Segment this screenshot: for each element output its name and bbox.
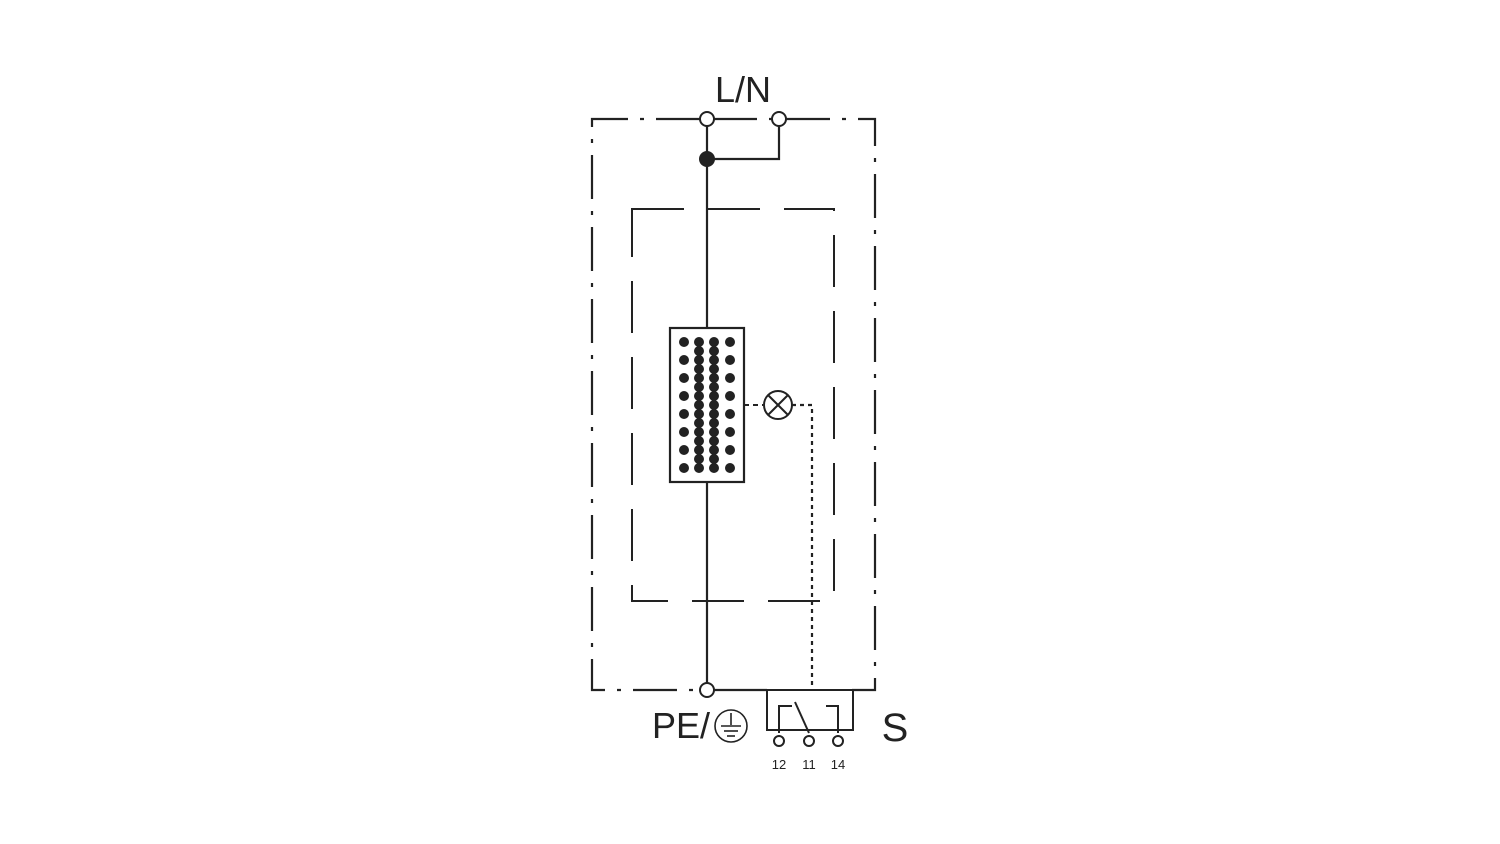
terminal-ln-2 — [771, 111, 787, 127]
element-dot — [709, 373, 719, 383]
element-dot — [709, 400, 719, 410]
element-dot — [709, 454, 719, 464]
element-dot — [694, 418, 704, 428]
element-dot — [694, 436, 704, 446]
contact-pin-12-terminal — [773, 735, 785, 747]
element-dot — [679, 391, 689, 401]
element-dot — [709, 445, 719, 455]
element-dot — [694, 382, 704, 392]
element-dot — [725, 409, 735, 419]
element-dot — [679, 373, 689, 383]
element-dot — [679, 463, 689, 473]
element-dot — [709, 409, 719, 419]
element-dot — [694, 445, 704, 455]
element-dot — [694, 463, 704, 473]
element-dot — [709, 382, 719, 392]
element-dot — [725, 373, 735, 383]
element-dot — [694, 355, 704, 365]
element-dot — [694, 373, 704, 383]
element-dot — [694, 364, 704, 374]
outer-housing-boundary — [590, 117, 877, 692]
label-pe: PE/ — [652, 705, 710, 746]
element-dot — [725, 427, 735, 437]
contact-pin-11-terminal — [803, 735, 815, 747]
element-dot — [694, 337, 704, 347]
protective-earth-icon — [714, 709, 748, 743]
element-dot — [694, 454, 704, 464]
element-dot — [679, 337, 689, 347]
terminal-pe — [699, 682, 715, 698]
element-dot — [709, 337, 719, 347]
contact-pin-12-label: 12 — [772, 757, 786, 772]
element-dot — [709, 427, 719, 437]
element-dot — [725, 337, 735, 347]
surge-protective-element-icon — [668, 326, 746, 484]
junction-dot — [699, 151, 715, 167]
element-dot — [694, 427, 704, 437]
element-dot — [679, 445, 689, 455]
element-dot — [694, 400, 704, 410]
inner-module-boundary — [631, 208, 835, 602]
contact-pin-14-terminal — [832, 735, 844, 747]
element-dot — [694, 409, 704, 419]
element-dot — [709, 355, 719, 365]
element-dot — [709, 364, 719, 374]
element-dot — [709, 418, 719, 428]
element-dot — [679, 409, 689, 419]
contact-pin-11-label: 11 — [802, 757, 816, 772]
element-dot — [709, 346, 719, 356]
terminal-ln-1 — [699, 111, 715, 127]
element-dot — [725, 355, 735, 365]
contact-pin-14-label: 14 — [831, 757, 845, 772]
element-dot — [694, 346, 704, 356]
element-dot — [725, 463, 735, 473]
element-dot — [725, 391, 735, 401]
element-dot — [709, 463, 719, 473]
label-ln: L/N — [715, 69, 771, 110]
element-dot — [679, 355, 689, 365]
label-s: S — [882, 706, 909, 750]
mechanical-linkage — [792, 403, 814, 690]
element-dot — [725, 445, 735, 455]
element-dot — [694, 391, 704, 401]
indicator-lamp-icon — [744, 390, 793, 420]
element-dot — [709, 391, 719, 401]
element-dot — [679, 427, 689, 437]
element-dot — [709, 436, 719, 446]
changeover-contact-icon — [766, 689, 854, 747]
